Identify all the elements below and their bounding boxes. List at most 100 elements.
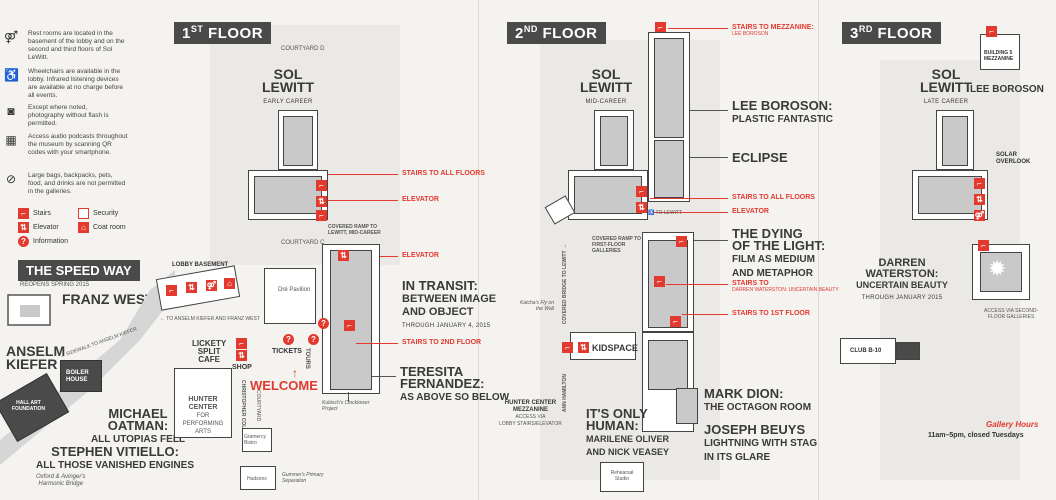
teresita-title: TERESITA FERNANDEZ: AS ABOVE SO BELOW: [400, 365, 510, 404]
hunter-center-label: HUNTER CENTER FOR PERFORMING ARTS: [178, 396, 228, 436]
legend-audio: ▦ Access audio podcasts throughout the m…: [5, 133, 158, 157]
sol2-line: SOL: [591, 66, 621, 82]
stairs-mezzanine-label: STAIRS TO MEZZANINE: LEE BOROSON: [732, 24, 814, 37]
stairs-all-floors-2-label: STAIRS TO ALL FLOORS: [732, 194, 815, 201]
boiler-line: HOUSE: [66, 377, 88, 383]
covered-bridge-label: COVERED BRIDGE TO LEWITT →: [562, 244, 568, 325]
oxford-label: Oxford & Avinger's Harmonic Bridge: [36, 474, 86, 488]
leader-line: [328, 174, 398, 175]
stairs-icon: ⌐: [236, 338, 247, 349]
qr-code-icon: ▦: [5, 133, 17, 147]
hunter-line: FOR: [196, 413, 210, 419]
stairs-icon: ⌐: [654, 276, 665, 287]
wheelchair-icon: ♿: [4, 68, 19, 82]
sol3-subtitle: LATE CAREER: [923, 99, 969, 105]
coat-room-icon: ⌂: [224, 278, 235, 289]
legend-text: Large bags, backpacks, pets, food, and d…: [28, 172, 126, 195]
legend-text: Except where noted, photography without …: [28, 104, 109, 127]
franz-west-title: FRANZ WEST: [62, 291, 154, 307]
club-b10-label: CLUB B-10: [850, 348, 882, 354]
sol-lewitt-title: SOL LeWITT EARLY CAREER: [258, 67, 318, 109]
leader-line: [668, 28, 728, 29]
elevator-icon: ⇅: [186, 282, 197, 293]
solar-overlook-label: SOLAR OVERLOOK: [996, 152, 1030, 166]
restroom-icon: ⚤: [206, 280, 217, 291]
welcome-arrow-icon: ↑: [292, 366, 298, 380]
leader-line: [690, 157, 728, 158]
lewitt-3-gallery: [918, 176, 982, 214]
hunter-line: ARTS: [195, 429, 211, 435]
hunter-line: CENTER: [188, 404, 218, 411]
joseph-line: LIGHTNING WITH STAG: [704, 438, 818, 449]
lickety-line: LICKETY: [192, 339, 227, 348]
christopher-columbus-label: CHRISTOPHER COLUMBUS: [240, 380, 246, 447]
lee-line: LEE BOROSON:: [732, 98, 833, 113]
oxford-line: Oxford & Avinger's: [36, 474, 86, 480]
octagon-room: [676, 388, 698, 424]
dying-line: THE DYING: [732, 226, 803, 241]
dying-light-title: THE DYING OF THE LIGHT: FILM AS MEDIUM A…: [732, 226, 826, 280]
access-line: FLOOR GALLERIES: [987, 314, 1035, 320]
dying-line: OF THE LIGHT:: [732, 238, 826, 253]
eclipse-gallery: [654, 140, 684, 198]
legend-bags: ⊘ Large bags, backpacks, pets, food, and…: [6, 172, 158, 196]
leader-line: [682, 314, 728, 315]
to-anselm-label: ← TO ANSELM KIEFER AND FRANZ WEST: [160, 316, 260, 322]
stairs-icon: ⌐: [676, 236, 687, 247]
club-b10-annex: [896, 342, 920, 360]
sol2-line: LeWITT: [579, 79, 633, 95]
leader-line: [666, 284, 728, 285]
lickety-split-title: LICKETY SPLIT CAFE: [192, 340, 226, 364]
leader-line: [328, 200, 398, 201]
sol-line: LeWITT: [261, 79, 315, 95]
fold-line: [818, 0, 819, 500]
leader-line: [690, 110, 728, 111]
katcha-label: Katcha's Fly on the Wall: [519, 300, 554, 312]
in-transit-line: AND OBJECT: [402, 306, 474, 318]
stairs-icon: ⌐: [974, 178, 985, 189]
hunter-line: HUNTER: [188, 396, 218, 403]
lee-boroson-3-title: LEE BOROSON: [970, 84, 1044, 95]
teresita-line: AS ABOVE SO BELOW: [400, 392, 510, 403]
elevator-label: ELEVATOR: [402, 196, 439, 203]
mark-dion-title: MARK DION: THE OCTAGON ROOM: [704, 387, 811, 414]
boiler-house: [60, 360, 102, 392]
to-lewitt-label: TO LEWITT: [655, 210, 683, 216]
elevator-icon: ⇅: [316, 196, 327, 207]
shop-label: SHOP: [232, 364, 252, 371]
stairs-icon: ⌐: [316, 180, 327, 191]
floor1-num: 1: [182, 25, 191, 42]
its-only-human-title: IT'S ONLY HUMAN: MARILENE OLIVER AND NIC…: [586, 407, 669, 458]
information-icon: ?: [18, 236, 29, 247]
tours-label: TOURS: [304, 348, 310, 369]
michael-oatman-title: MICHAEL OATMAN: ALL UTOPIAS FELL: [78, 407, 198, 446]
hall-art-label: HALL ART FOUNDATION: [12, 400, 45, 412]
rehearsal-label: Rehearsal Studio: [610, 470, 634, 482]
legend-information-label: Information: [33, 238, 69, 245]
information-icon: ?: [318, 318, 329, 329]
michael-line: OATMAN:: [107, 418, 169, 433]
stairs-darren-line: STAIRS TO: [732, 280, 769, 287]
joseph-line: IN ITS GLARE: [704, 452, 771, 463]
leader-line: [372, 376, 396, 377]
legend-text: Access audio podcasts throughout the mus…: [28, 133, 128, 156]
in-transit-subtitle: THROUGH JANUARY 4, 2015: [402, 323, 491, 329]
hunter-mezz-line: ACCESS VIA: [515, 414, 546, 420]
joseph-line: JOSEPH BEUYS: [704, 422, 806, 437]
building5-line: BUILDING 5: [984, 50, 1013, 56]
information-icon: ?: [308, 334, 319, 345]
stairs-mezz-line: STAIRS TO MEZZANINE:: [732, 24, 814, 31]
lee-boroson-title: LEE BOROSON: PLASTIC FANTASTIC: [732, 98, 833, 126]
boiler-line: BOILER: [66, 370, 89, 376]
leader-line: [694, 240, 728, 241]
gramercy-bistro: [242, 428, 272, 452]
leader-line: [650, 198, 728, 199]
joseph-beuys-title: JOSEPH BEUYS LIGHTNING WITH STAG IN ITS …: [704, 422, 818, 464]
stairs-mezz-sub: LEE BOROSON: [732, 31, 769, 37]
eclipse-title: ECLIPSE: [732, 150, 788, 165]
elevator-icon: ⇅: [18, 222, 29, 233]
legend-coat-room-label: Coat room: [93, 224, 126, 231]
fold-line: [478, 0, 479, 500]
oxford-line: Harmonic Bridge: [38, 481, 84, 487]
floor2-num: 2: [515, 25, 524, 42]
